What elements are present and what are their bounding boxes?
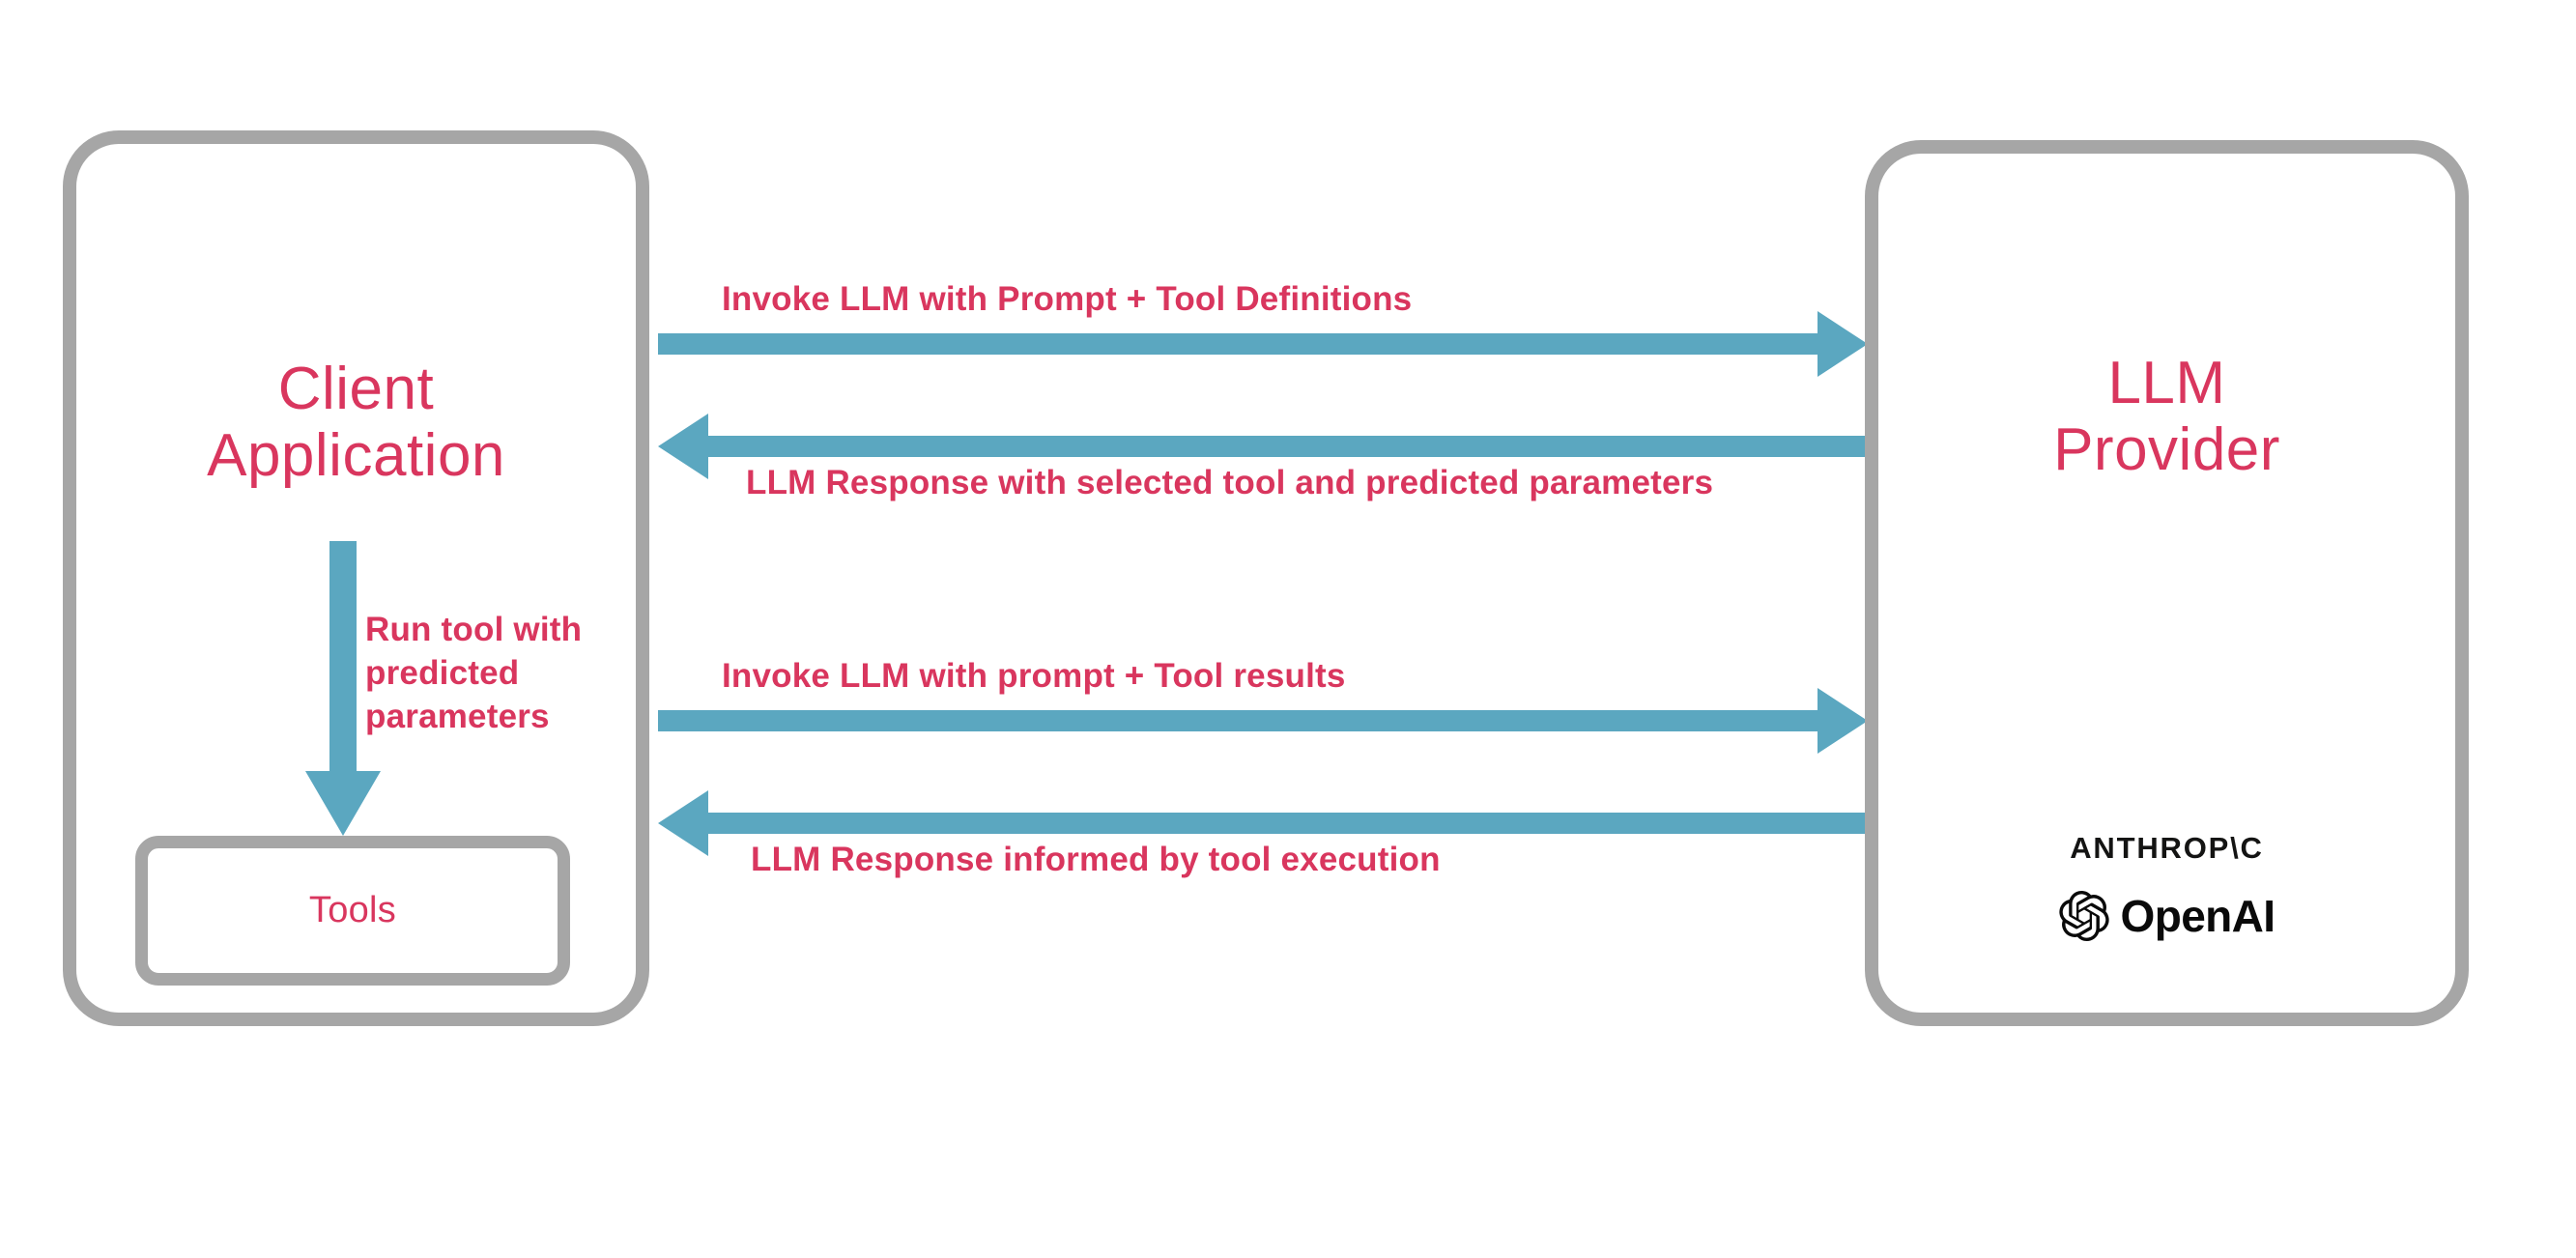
openai-wordmark: OpenAI — [2120, 891, 2276, 941]
openai-swirl-icon — [2058, 891, 2109, 941]
client-application-title: Client Application — [63, 356, 649, 490]
openai-logo: OpenAI — [2058, 891, 2276, 941]
llm-provider-box — [1865, 140, 2469, 1026]
llm-provider-title-line1: LLM — [2107, 350, 2226, 416]
client-application-title-line1: Client — [277, 356, 435, 422]
run-tool-arrow — [290, 541, 396, 841]
invoke-llm-prompt-tool-results-arrow — [658, 684, 1868, 758]
client-application-title-line2: Application — [207, 422, 505, 490]
invoke-llm-prompt-tool-definitions-label: Invoke LLM with Prompt + Tool Definition… — [722, 280, 1413, 318]
llm-response-selected-tool-arrow — [658, 410, 1868, 483]
run-tool-arrow-label: Run tool with predicted parameters — [365, 611, 583, 735]
tools-label: Tools — [308, 890, 397, 930]
provider-logos: ANTHROP\C OpenAI — [1865, 831, 2469, 941]
llm-response-informed-by-tool-execution-label: LLM Response informed by tool execution — [751, 841, 1441, 878]
llm-response-selected-tool-label: LLM Response with selected tool and pred… — [746, 464, 1714, 501]
invoke-llm-prompt-tool-definitions-arrow — [658, 307, 1868, 381]
llm-provider-title-line2: Provider — [2053, 416, 2280, 484]
anthropic-logo: ANTHROP\C — [2070, 831, 2264, 865]
tools-box: Tools — [135, 836, 570, 986]
llm-provider-title: LLM Provider — [1865, 350, 2469, 484]
invoke-llm-prompt-tool-results-label: Invoke LLM with prompt + Tool results — [722, 657, 1346, 695]
llm-response-informed-by-tool-execution-arrow — [658, 786, 1868, 860]
